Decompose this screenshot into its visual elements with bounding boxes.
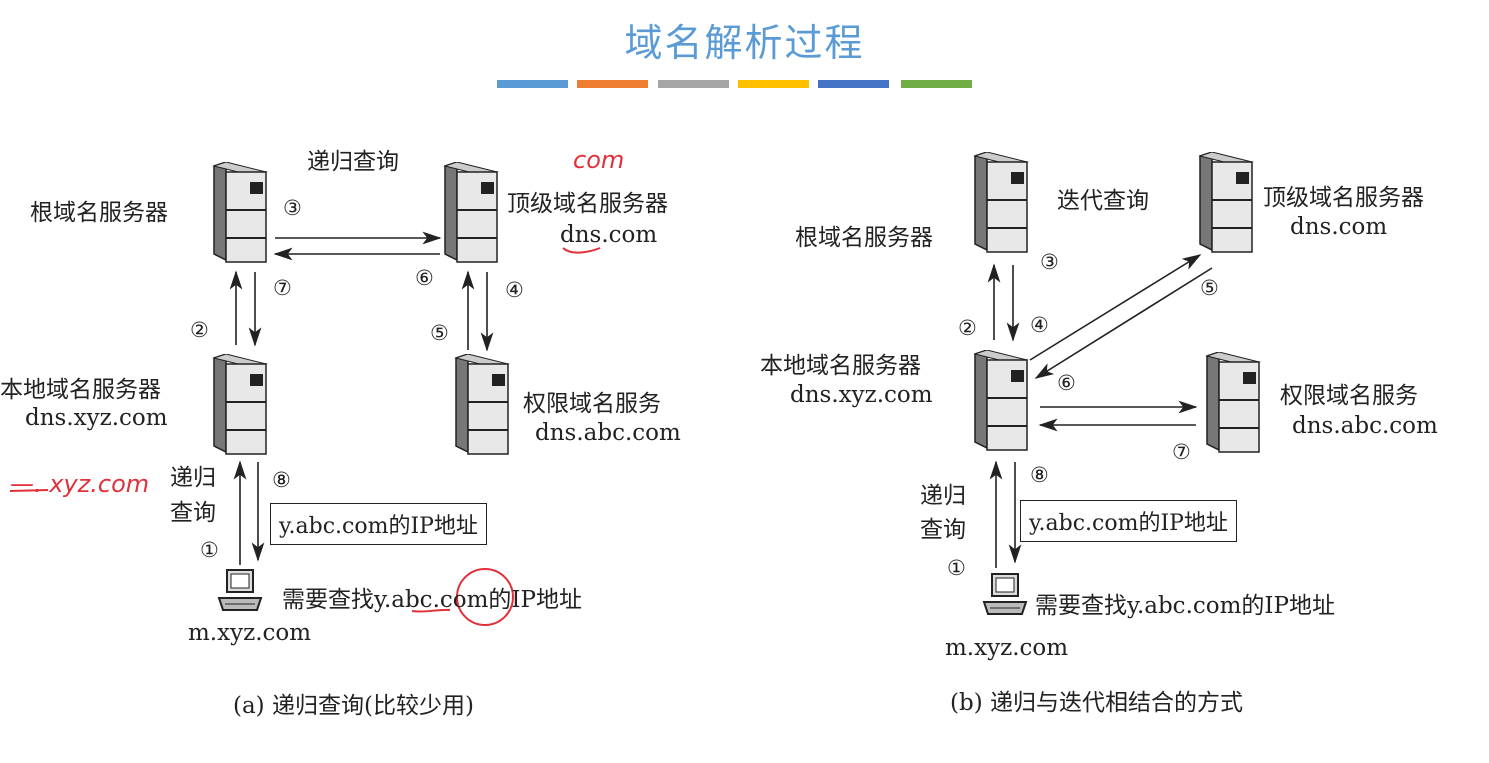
root-server-icon-right: [973, 150, 1029, 258]
annotation-com: com: [573, 146, 625, 174]
client-query-label-1-right: 递归: [920, 483, 966, 509]
step-4-right: ④: [1030, 313, 1049, 337]
need-label-right: 需要查找y.abc.com的IP地址: [1035, 593, 1335, 619]
auth-server-icon-right: [1205, 350, 1261, 458]
tld-label: 顶级域名服务器: [507, 191, 668, 217]
step-5-right: ⑤: [1200, 276, 1219, 300]
answer-box: y.abc.com的IP地址: [270, 503, 487, 545]
local-label: 本地域名服务器: [0, 377, 161, 403]
client-query-label-1: 递归: [170, 465, 216, 491]
client-query-label-2-right: 查询: [920, 517, 966, 543]
color-bar-orange: [577, 80, 648, 88]
caption-a: (a) 递归查询(比较少用): [233, 693, 474, 719]
need-label: 需要查找y.abc.com的IP地址: [282, 587, 582, 613]
local-host-right: dns.xyz.com: [790, 382, 933, 408]
handwritten-marks: [9, 247, 601, 626]
step-4: ④: [505, 278, 524, 302]
arrow-step4-right: [1029, 254, 1202, 361]
root-label: 根域名服务器: [30, 200, 168, 226]
root-label-right: 根域名服务器: [795, 225, 933, 251]
client-pc-icon: [217, 568, 263, 616]
local-server-icon: [212, 352, 268, 460]
color-bar-gray: [658, 80, 729, 88]
client-host: m.xyz.com: [188, 620, 312, 646]
local-server-icon-right: [973, 348, 1029, 456]
step-3-right: ③: [1040, 250, 1059, 274]
answer-box-right: y.abc.com的IP地址: [1020, 500, 1237, 542]
slide-title: 域名解析过程: [624, 21, 865, 65]
step-8-right: ⑧: [1030, 463, 1049, 487]
color-bar-yellow: [738, 80, 809, 88]
color-bar-darkblue: [818, 80, 889, 88]
local-host: dns.xyz.com: [25, 405, 168, 431]
tld-server-icon: [443, 160, 499, 268]
step-6: ⑥: [415, 266, 434, 290]
step-2: ②: [190, 318, 209, 342]
auth-server-icon: [454, 352, 510, 460]
step-5: ⑤: [430, 321, 449, 345]
step-2-right: ②: [958, 316, 977, 340]
caption-b: (b) 递归与迭代相结合的方式: [950, 690, 1243, 716]
tld-label-right: 顶级域名服务器: [1263, 185, 1424, 211]
client-query-label-2: 查询: [170, 500, 216, 526]
root-server-icon: [212, 160, 268, 268]
step-7-right: ⑦: [1172, 440, 1191, 464]
auth-host-right: dns.abc.com: [1292, 413, 1438, 439]
local-label-right: 本地域名服务器: [760, 353, 921, 379]
step-3: ③: [283, 196, 302, 220]
client-pc-icon-right: [982, 572, 1028, 620]
auth-label: 权限域名服务: [523, 391, 661, 417]
tld-server-icon-right: [1198, 150, 1254, 258]
client-host-right: m.xyz.com: [945, 635, 1069, 661]
step-6-right: ⑥: [1057, 371, 1076, 395]
tld-host-right: dns.com: [1290, 214, 1388, 240]
step-8: ⑧: [272, 468, 291, 492]
step-1: ①: [200, 538, 219, 562]
arrow-step5-right: [1034, 267, 1213, 379]
annotation-xyz: —. xyz.com: [10, 470, 150, 498]
auth-host: dns.abc.com: [535, 420, 681, 446]
step-1-right: ①: [947, 556, 966, 580]
auth-label-right: 权限域名服务: [1280, 383, 1418, 409]
mode-label-right: 迭代查询: [1057, 188, 1149, 214]
mode-label: 递归查询: [307, 149, 399, 175]
tld-host: dns.com: [560, 222, 658, 248]
color-bar-green: [901, 80, 972, 88]
color-bar-blue: [497, 80, 568, 88]
step-7: ⑦: [273, 276, 292, 300]
